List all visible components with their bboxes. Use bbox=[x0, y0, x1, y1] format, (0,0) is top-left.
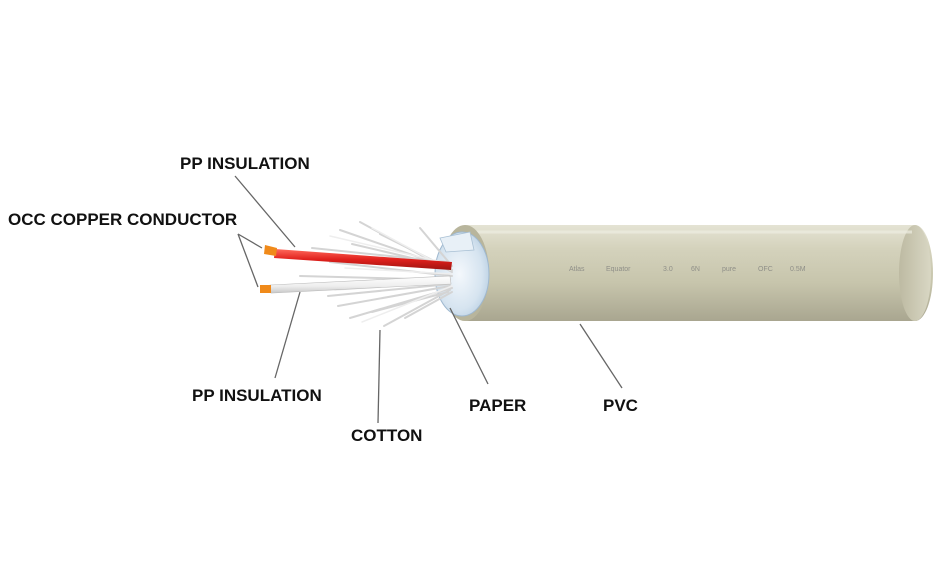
label-pvc: PVC bbox=[603, 396, 638, 415]
leader-occ-conductor-b bbox=[237, 233, 259, 288]
leader-paper bbox=[449, 307, 489, 385]
cotton-fibers bbox=[299, 221, 453, 327]
jacket-print-word: Atlas bbox=[569, 266, 585, 273]
jacket-print-word: 0.5M bbox=[790, 266, 806, 273]
jacket-print-word: pure bbox=[722, 266, 736, 273]
copper-tip-bottom bbox=[260, 285, 271, 293]
leader-lines bbox=[234, 175, 623, 424]
leader-occ-conductor-a bbox=[237, 233, 263, 249]
white-insulated-conductor bbox=[260, 275, 452, 294]
jacket-print-word: 3.0 bbox=[663, 266, 673, 273]
pvc-jacket bbox=[465, 225, 933, 321]
jacket-print-word: 6N bbox=[691, 266, 700, 273]
label-paper: PAPER bbox=[469, 396, 526, 415]
leader-cotton bbox=[377, 329, 381, 424]
jacket-print-word: OFC bbox=[758, 266, 773, 273]
label-cotton: COTTON bbox=[351, 426, 422, 445]
copper-tip-top bbox=[264, 245, 277, 256]
leader-pp-insulation-top bbox=[234, 175, 296, 248]
jacket-print-word: Equator bbox=[606, 266, 631, 273]
leader-pp-insulation-bottom bbox=[274, 291, 301, 379]
label-occ-copper-conductor: OCC COPPER CONDUCTOR bbox=[8, 210, 237, 229]
label-pp-insulation-bottom: PP INSULATION bbox=[192, 386, 322, 405]
label-pp-insulation-top: PP INSULATION bbox=[180, 154, 310, 173]
jacket-print: Atlas Equator 3.0 6N pure OFC 0.5M bbox=[569, 266, 806, 273]
leader-pvc bbox=[579, 323, 623, 389]
red-insulated-conductor bbox=[264, 245, 452, 270]
